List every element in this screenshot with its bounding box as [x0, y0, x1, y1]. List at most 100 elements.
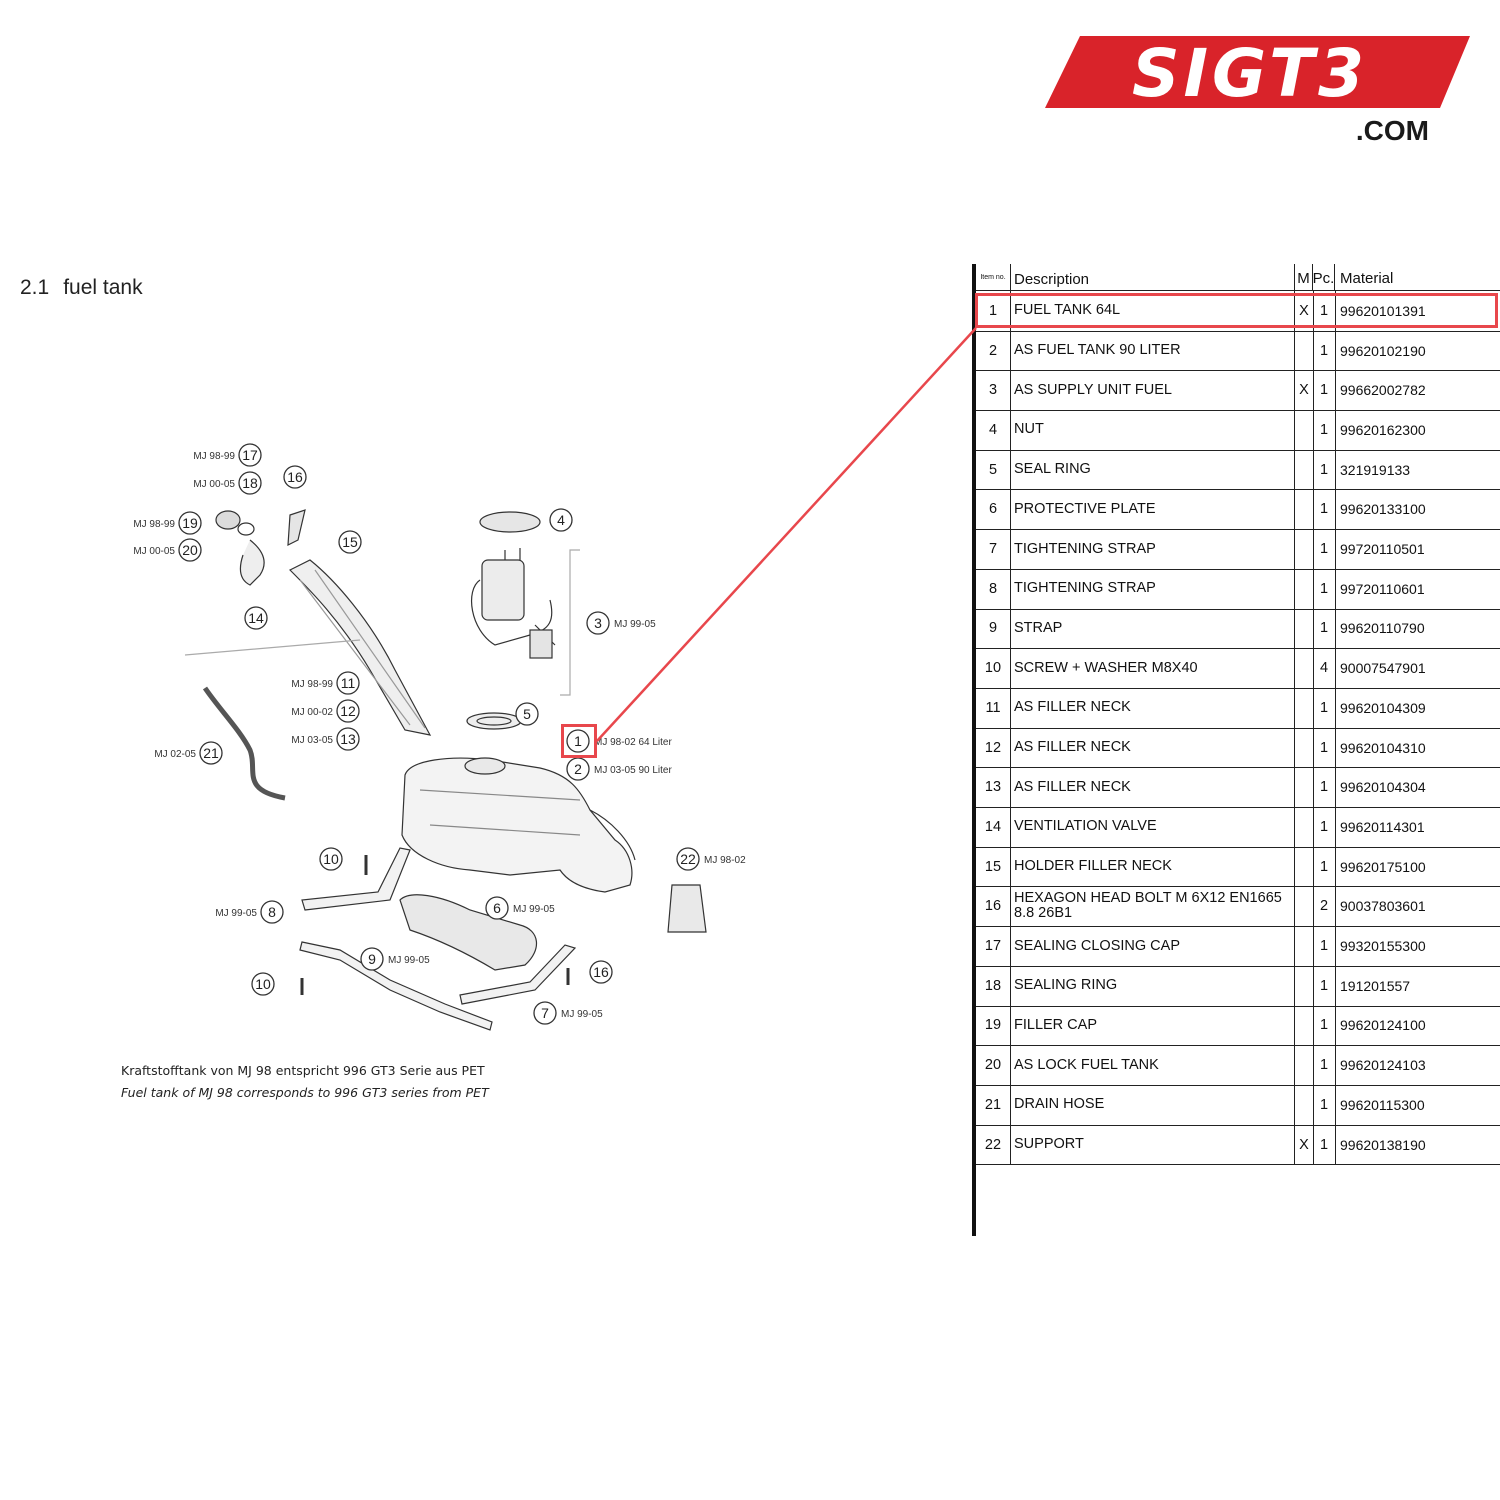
callout: 10 — [251, 972, 275, 996]
row-description: AS FILLER NECK — [1010, 688, 1295, 728]
caption-english: Fuel tank of MJ 98 corresponds to 996 GT… — [121, 1085, 489, 1100]
row-description: SEAL RING — [1010, 449, 1295, 490]
row-pc: 1 — [1313, 568, 1336, 609]
row-m — [1295, 410, 1314, 450]
row-item: 8 — [976, 568, 1011, 609]
callout: 10 — [319, 847, 343, 871]
row-m — [1295, 807, 1314, 847]
callout-circle — [533, 1001, 557, 1025]
row-item: 14 — [976, 807, 1011, 847]
row-description: STRAP — [1010, 608, 1295, 649]
row-material: 99720110501 — [1340, 541, 1425, 558]
row-pc: 1 — [1313, 330, 1336, 371]
header-material: Material — [1340, 270, 1394, 287]
callout-number: 2 — [574, 761, 582, 777]
header-m: M — [1295, 264, 1313, 290]
row-item: 22 — [976, 1124, 1011, 1165]
row-item: 15 — [976, 846, 1011, 887]
diagram-artwork — [184, 509, 707, 1031]
row-item: 2 — [976, 330, 1011, 371]
row-material: 99620138190 — [1340, 1136, 1426, 1153]
row-description: TIGHTENING STRAP — [1010, 529, 1295, 569]
callout-circle — [251, 972, 275, 996]
row-description: FUEL TANK 64L — [1010, 291, 1295, 331]
row-m — [1295, 529, 1314, 569]
row-material: 99620124100 — [1340, 1017, 1426, 1034]
row-description: SEALING CLOSING CAP — [1010, 926, 1295, 966]
row-material: 90007547901 — [1340, 660, 1426, 677]
row-description: SUPPORT — [1010, 1124, 1295, 1165]
callout-circle — [178, 538, 202, 562]
callout-circle — [283, 465, 307, 489]
logo-subtext: .COM — [1356, 115, 1429, 146]
row-pc: 1 — [1313, 688, 1336, 728]
highlight-row-box — [975, 293, 1498, 328]
highlight-callout-box — [561, 724, 597, 758]
row-item: 13 — [976, 767, 1011, 808]
row-material: 321919133 — [1340, 461, 1411, 478]
row-description: SEALING RING — [1010, 965, 1295, 1006]
row-description: AS FILLER NECK — [1010, 767, 1295, 808]
callout-number: 17 — [242, 447, 258, 463]
callout-number: 10 — [323, 851, 339, 867]
row-item: 18 — [976, 965, 1011, 1006]
callout-note: MJ 99-05 — [215, 908, 257, 919]
row-m — [1295, 767, 1314, 808]
row-material: 99620104309 — [1340, 699, 1426, 716]
callout: 16 — [589, 960, 613, 984]
row-pc: 1 — [1313, 926, 1336, 966]
row-m — [1295, 688, 1314, 728]
callout-circle — [238, 443, 262, 467]
callout-number: 12 — [340, 703, 356, 719]
row-material: 99620175100 — [1340, 858, 1426, 875]
row-item: 17 — [976, 926, 1011, 966]
callout-note: MJ 99-05 — [561, 1009, 603, 1020]
header-item: Item no. — [976, 264, 1011, 290]
diagram-caption: Kraftstofftank von MJ 98 entspricht 996 … — [121, 1060, 489, 1104]
row-material: 99620114301 — [1340, 818, 1425, 835]
row-material: 99620101391 — [1340, 302, 1426, 319]
row-material: 99620104304 — [1340, 779, 1426, 796]
callout-number: 5 — [523, 706, 531, 722]
callout-circle — [589, 960, 613, 984]
callout-number: 15 — [342, 534, 358, 550]
callout-circle — [199, 741, 223, 765]
callout-number: 8 — [268, 904, 276, 920]
row-description: PROTECTIVE PLATE — [1010, 489, 1295, 530]
callout-number: 3 — [594, 615, 602, 631]
row-pc: 1 — [1313, 807, 1336, 847]
row-m — [1295, 1085, 1314, 1125]
callout-note: MJ 98-99 — [193, 451, 235, 462]
row-material: 99720110601 — [1340, 580, 1425, 597]
row-material: 90037803601 — [1340, 898, 1426, 915]
row-m — [1295, 449, 1314, 490]
callout-number: 1 — [574, 733, 582, 749]
row-m: X — [1295, 370, 1314, 411]
header-description: Description — [1010, 264, 1295, 290]
callout: 5 — [515, 702, 539, 726]
callout-note: MJ 98-99 — [291, 679, 333, 690]
callout-note: MJ 00-05 — [133, 546, 175, 557]
callout-circle — [319, 847, 343, 871]
callout-circle — [336, 727, 360, 751]
row-description: DRAIN HOSE — [1010, 1085, 1295, 1125]
row-material: 99620162300 — [1340, 421, 1426, 438]
callout: 17 MJ 98-99 — [193, 443, 262, 467]
row-pc: 1 — [1313, 1085, 1336, 1125]
row-material: 99620110790 — [1340, 620, 1425, 637]
row-pc: 1 — [1313, 608, 1336, 649]
